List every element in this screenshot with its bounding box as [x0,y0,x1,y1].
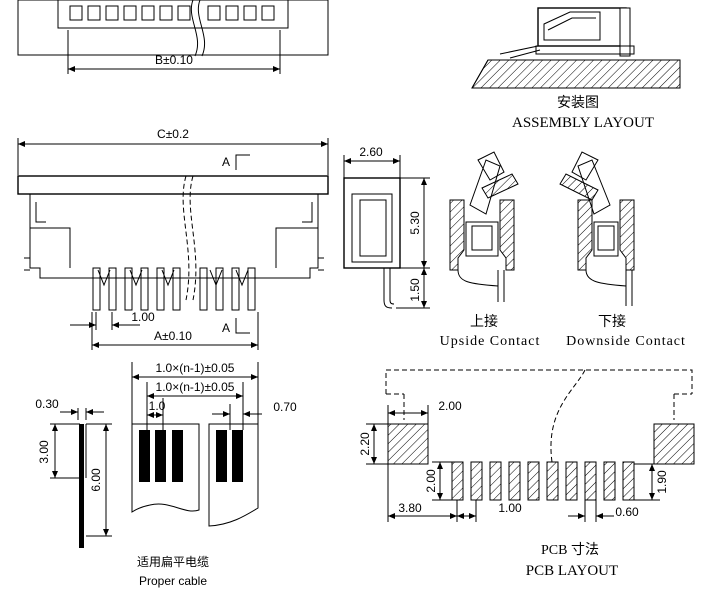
assembly-title-en: ASSEMBLY LAYOUT [512,115,654,131]
section-a-bottom: A [222,321,230,335]
dim-c-label: C±0.2 [157,127,189,141]
cable-length-label: 6.00 [89,468,103,492]
pcb-layout: 2.00 2.20 2.00 1.90 3.80 [358,369,695,579]
dim-a-label: A±0.10 [154,329,192,343]
assembly-layout: 安装图 ASSEMBLY LAYOUT [471,7,681,131]
upside-title-en: Upside Contact [440,334,541,349]
pcb-mount-pad-left [387,423,429,465]
pcb-mount-height-label: 2.20 [358,432,372,456]
pcb-mount-pad-right [653,423,695,465]
dim-b-label: B±0.10 [155,53,193,67]
pcb-row-offset-label: 1.90 [655,470,669,494]
pcb-title-cn: PCB 寸法 [541,542,599,558]
cable-conductor-label: 0.70 [273,400,297,414]
top-view: B±0.10 [17,0,329,74]
cable-outer-dim: 1.0×(n-1)±0.05 [156,361,235,375]
cable-title-cn: 适用扁平电缆 [137,555,209,569]
cable-pitch-label: 1.0 [149,399,166,413]
cable-side-view: 0.30 3.00 6.00 [35,397,112,548]
downside-contact-view: 下接 Downside Contact [559,151,686,349]
upside-title-cn: 上接 [470,313,498,330]
pcb-mount-width-label: 2.00 [438,399,462,413]
front-pins [92,267,256,311]
front-pitch-label: 1.00 [131,310,155,324]
side-width-label: 2.60 [359,145,383,159]
cable-inner-dim: 1.0×(n-1)±0.05 [156,380,235,394]
cable-stiffener-label: 3.00 [37,440,51,464]
cable-front-view: 1.0×(n-1)±0.05 1.0×(n-1)±0.05 1.0 0.70 适… [131,361,297,588]
downside-title-cn: 下接 [598,313,626,330]
pcb-title-en: PCB LAYOUT [526,563,618,579]
upside-contact-view: 上接 Upside Contact [440,151,541,349]
pcb-pad-height-label: 2.00 [424,469,438,493]
downside-title-en: Downside Contact [566,334,686,349]
side-lead-label: 1.50 [408,278,422,302]
cable-thickness-label: 0.30 [35,397,59,411]
pcb-signal-pads [451,461,635,501]
pcb-edge-label: 3.80 [398,501,422,515]
side-view: 2.60 5.30 1.50 [343,145,430,309]
cable-title-en: Proper cable [139,574,207,588]
pcb-pad-width-label: 0.60 [615,505,639,519]
side-height-label: 5.30 [408,211,422,235]
front-view: C±0.2 A 1.00 A [17,127,329,350]
top-view-slots [69,5,275,21]
section-a-top: A [222,155,230,169]
assembly-title-cn: 安装图 [557,95,599,111]
pcb-pitch-label: 1.00 [498,501,522,515]
